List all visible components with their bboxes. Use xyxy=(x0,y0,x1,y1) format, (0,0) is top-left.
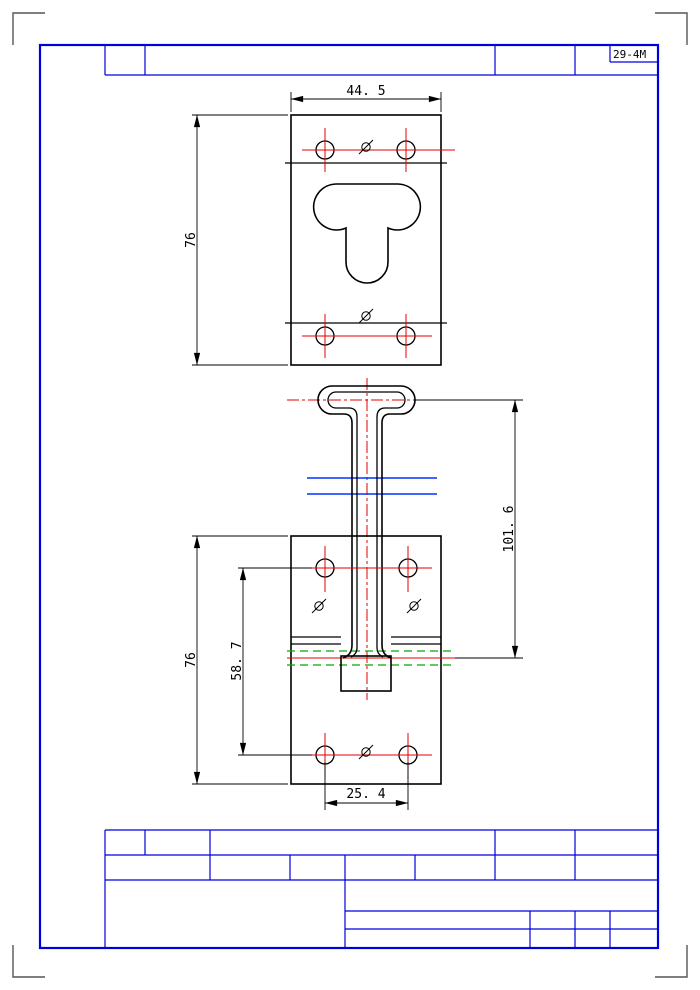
position-mark-icon xyxy=(358,308,374,324)
position-mark-icon xyxy=(358,744,374,760)
front-view-plate-outline xyxy=(290,535,442,785)
dim-top-view-width: 44. 5 xyxy=(290,84,442,112)
dim-text-top-height: 76 xyxy=(184,232,199,248)
dim-text-top-width: 44. 5 xyxy=(346,84,385,99)
position-mark-icon xyxy=(311,598,327,614)
dim-text-hook-length: 101. 6 xyxy=(502,506,517,553)
corner-mark-top-right-icon xyxy=(655,12,688,45)
front-view: 101. 6 76 58. 7 25. 4 xyxy=(184,378,523,810)
title-block xyxy=(104,829,658,948)
corner-marks xyxy=(12,12,688,978)
dim-front-view-height: 76 xyxy=(184,535,288,785)
dim-hole-column-spacing: 25. 4 xyxy=(324,762,409,810)
drawing-frame xyxy=(38,43,660,950)
position-mark-icon xyxy=(358,139,374,155)
corner-mark-bottom-right-icon xyxy=(655,945,688,978)
top-view-centerlines xyxy=(302,128,455,358)
top-view: 44. 5 76 xyxy=(184,84,455,366)
dim-text-hole-rows: 58. 7 xyxy=(230,641,245,680)
drawing-code: 29-4M xyxy=(613,48,646,61)
t-hook-outline xyxy=(317,385,416,659)
header-strip: 29-4M xyxy=(104,45,658,76)
dim-hole-row-spacing: 58. 7 xyxy=(230,567,312,756)
dim-hook-length: 101. 6 xyxy=(415,399,523,659)
slot-block-outline xyxy=(340,655,392,692)
keyhole-slot xyxy=(312,183,422,284)
dim-text-hole-columns: 25. 4 xyxy=(346,787,385,802)
corner-mark-bottom-left-icon xyxy=(12,945,45,978)
dim-top-view-height: 76 xyxy=(184,114,288,366)
position-mark-icon xyxy=(406,598,422,614)
dim-text-front-height: 76 xyxy=(184,652,199,668)
top-view-plate-outline xyxy=(290,114,442,366)
bend-region-lines xyxy=(287,636,523,666)
corner-mark-top-left-icon xyxy=(12,12,45,45)
